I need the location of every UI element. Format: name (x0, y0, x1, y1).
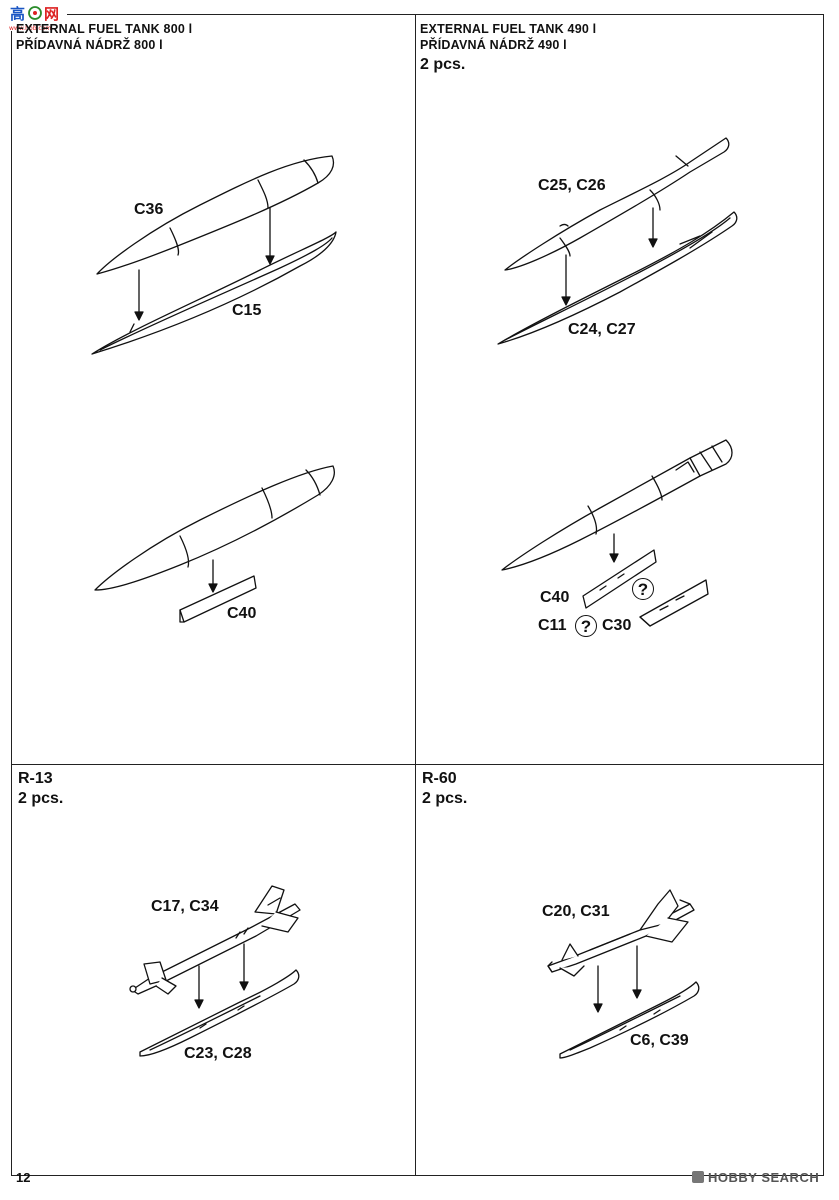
r13-quantity: 2 pcs. (18, 790, 64, 807)
r13-arrows (194, 943, 249, 1009)
label-c36: C36 (134, 201, 164, 218)
r13-launcher (139, 969, 300, 1057)
label-c15: C15 (232, 302, 262, 319)
tank490-adapter (639, 579, 709, 627)
label-c30: C30 (602, 617, 632, 634)
tank800-title-en: EXTERNAL FUEL TANK 800 l (16, 22, 193, 36)
tank800-arrows (134, 207, 275, 321)
label-c40: C40 (227, 605, 257, 622)
tank800-pylon (179, 575, 257, 623)
label-c24-c27: C24, C27 (568, 321, 636, 338)
r60-arrows (593, 945, 642, 1013)
watermark-mark-icon (692, 1171, 704, 1183)
page-frame (11, 14, 824, 1176)
page-number: 12 (16, 1170, 31, 1185)
tank800-upper-half (96, 155, 335, 275)
tank800-title-cz: PŘÍDAVNÁ NÁDRŽ 800 l (16, 38, 163, 52)
label-c40-b: C40 (540, 589, 570, 606)
divider-horizontal (11, 764, 824, 766)
svg-text:www.hbb.com: www.hbb.com (9, 25, 51, 32)
divider-vertical (415, 14, 417, 1176)
svg-text:网: 网 (44, 5, 59, 23)
label-c11: C11 (538, 617, 567, 634)
tank490-upper-half (504, 137, 730, 271)
tank490-pylon-arrow (609, 533, 619, 563)
tank490-title-cz: PŘÍDAVNÁ NÁDRŽ 490 l (420, 38, 567, 52)
r60-launcher (559, 981, 700, 1059)
label-c23-c28: C23, C28 (184, 1045, 252, 1062)
question-mark-icon: ? (632, 578, 654, 600)
tank490-arrows (561, 207, 658, 306)
tank490-assembled (501, 439, 733, 571)
r13-missile (129, 885, 301, 995)
svg-text:高: 高 (10, 5, 25, 23)
label-c25-c26: C25, C26 (538, 177, 606, 194)
tank490-pylon (582, 549, 657, 609)
tank800-pylon-arrow (208, 559, 218, 593)
tank800-lower-half (91, 231, 337, 355)
watermark-text: HOBBY SEARCH (708, 1170, 820, 1185)
question-mark-icon-2: ? (575, 615, 597, 637)
tank490-quantity: 2 pcs. (420, 56, 466, 73)
label-c20-c31: C20, C31 (542, 903, 610, 920)
site-logo: 高 网 www.hbb.com (7, 3, 67, 32)
r60-title: R-60 (422, 770, 457, 787)
r60-quantity: 2 pcs. (422, 790, 468, 807)
label-c6-c39: C6, C39 (630, 1032, 689, 1049)
r60-missile (547, 889, 695, 977)
tank490-title-en: EXTERNAL FUEL TANK 490 l (420, 22, 597, 36)
watermark: HOBBY SEARCH (692, 1170, 819, 1185)
tank490-lower-half (497, 211, 738, 345)
label-c17-c34: C17, C34 (151, 898, 219, 915)
r13-title: R-13 (18, 770, 53, 787)
tank800-assembled (94, 465, 335, 591)
